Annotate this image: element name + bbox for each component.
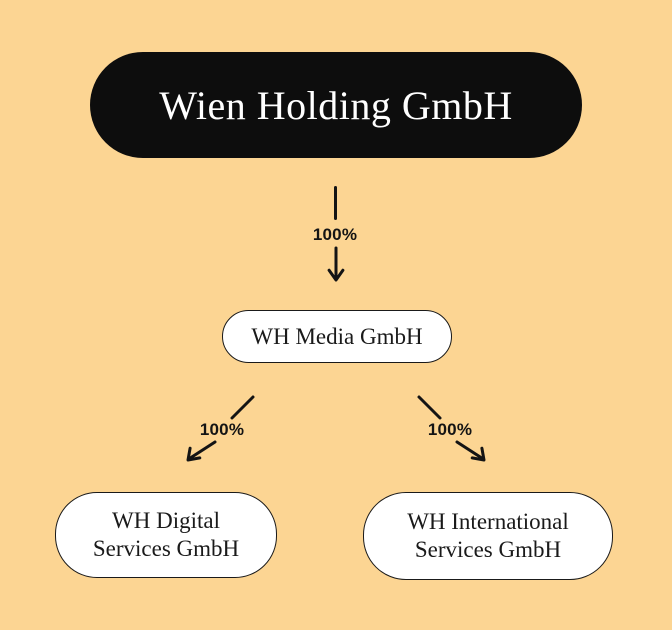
node-wh-international-services-line2: Services GmbH	[414, 537, 562, 562]
node-wh-international-services-line1: WH International	[407, 508, 569, 534]
node-wh-digital-services: WH Digital Services GmbH	[55, 492, 277, 578]
node-wien-holding-label: Wien Holding GmbH	[159, 82, 513, 128]
arrow-down-icon	[327, 246, 345, 282]
edge-media-international-label: 100%	[427, 420, 473, 439]
connector-root-media-line	[334, 186, 337, 220]
node-wh-international-services-label: WH International Services GmbH	[407, 508, 569, 564]
node-wh-international-services: WH International Services GmbH	[363, 492, 613, 580]
arrow-down-left-icon	[186, 395, 255, 462]
arrow-down-right-icon	[417, 395, 486, 462]
node-wh-digital-services-line1: WH Digital	[112, 507, 220, 533]
edge-root-media-label: 100%	[312, 225, 358, 244]
edge-media-digital-label: 100%	[199, 420, 245, 439]
node-wh-media: WH Media GmbH	[222, 310, 452, 363]
node-wh-digital-services-label: WH Digital Services GmbH	[93, 507, 239, 563]
node-wh-media-label: WH Media GmbH	[251, 323, 423, 349]
node-wh-digital-services-line2: Services GmbH	[92, 536, 240, 561]
node-wien-holding: Wien Holding GmbH	[90, 52, 582, 158]
